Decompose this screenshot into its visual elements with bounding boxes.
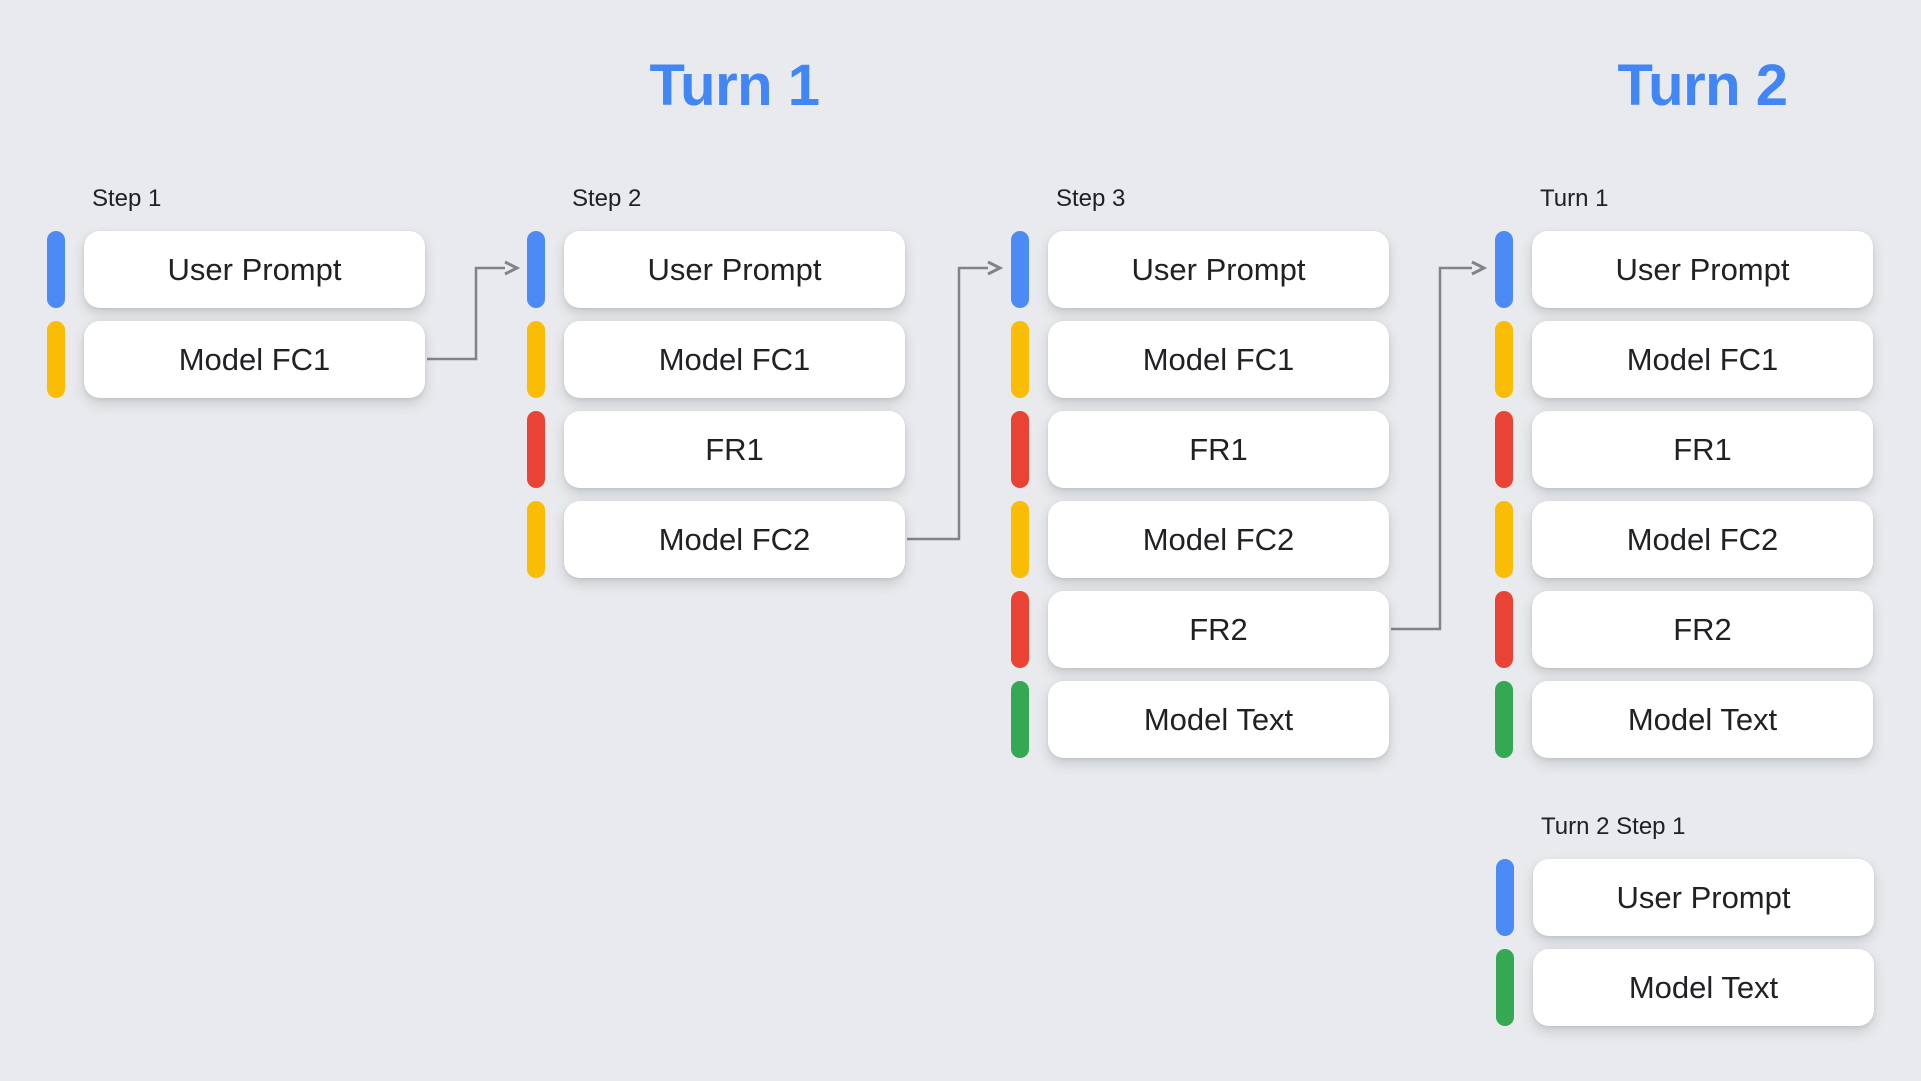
function-response-color-bar	[1011, 411, 1029, 488]
box-label: FR2	[1673, 611, 1732, 647]
diagram-row: Model FC2	[1011, 501, 1389, 578]
box-user-prompt: User Prompt	[564, 231, 905, 308]
user-prompt-color-bar	[47, 231, 65, 308]
box-model-fc1: Model FC1	[564, 321, 905, 398]
user-prompt-color-bar	[1495, 231, 1513, 308]
column-turn-1-history: Turn 1 User Prompt Model FC1 FR1 Model F…	[1495, 186, 1873, 771]
column-label-step-3: Step 3	[1056, 185, 1126, 212]
box-label: Model FC1	[1626, 341, 1779, 377]
diagram-row: FR1	[527, 411, 905, 488]
box-label: Model FC2	[1626, 521, 1779, 557]
box-label: Model FC1	[178, 341, 331, 377]
box-model-fc2: Model FC2	[564, 501, 905, 578]
model-text-color-bar	[1495, 681, 1513, 758]
box-model-fc1: Model FC1	[84, 321, 425, 398]
box-label: User Prompt	[167, 251, 342, 287]
box-user-prompt: User Prompt	[1533, 859, 1874, 936]
box-user-prompt: User Prompt	[1048, 231, 1389, 308]
turn-1-heading: Turn 1	[649, 53, 820, 118]
box-label: Model Text	[1628, 969, 1779, 1005]
model-text-color-bar	[1496, 949, 1514, 1026]
diagram-row: User Prompt	[1011, 231, 1389, 308]
diagram-row: User Prompt	[1495, 231, 1873, 308]
box-fr1: FR1	[564, 411, 905, 488]
column-step-1: Step 1 User Prompt Model FC1	[47, 186, 425, 411]
box-label: Model Text	[1143, 701, 1294, 737]
box-fr2: FR2	[1048, 591, 1389, 668]
box-fr2: FR2	[1532, 591, 1873, 668]
box-label: User Prompt	[1615, 251, 1790, 287]
arrow-step3-to-turn1	[1391, 268, 1472, 631]
box-model-fc1: Model FC1	[1048, 321, 1389, 398]
column-step-3: Step 3 User Prompt Model FC1 FR1 Model F…	[1011, 186, 1389, 771]
diagram-row: FR2	[1495, 591, 1873, 668]
diagram-row: Model FC1	[47, 321, 425, 398]
box-label: User Prompt	[1616, 879, 1791, 915]
box-model-text: Model Text	[1533, 949, 1874, 1026]
column-label-step-1: Step 1	[92, 185, 162, 212]
box-label: FR2	[1189, 611, 1248, 647]
user-prompt-color-bar	[527, 231, 545, 308]
box-label: Model FC2	[658, 521, 811, 557]
diagram-row: Model FC1	[1495, 321, 1873, 398]
diagram-row: User Prompt	[527, 231, 905, 308]
diagram-row: Model Text	[1011, 681, 1389, 758]
function-response-color-bar	[1495, 411, 1513, 488]
diagram-row: Model FC1	[1011, 321, 1389, 398]
diagram-row: Model FC2	[1495, 501, 1873, 578]
box-model-fc1: Model FC1	[1532, 321, 1873, 398]
model-fc-color-bar	[1011, 321, 1029, 398]
box-model-fc2: Model FC2	[1532, 501, 1873, 578]
diagram-row: FR2	[1011, 591, 1389, 668]
function-response-color-bar	[527, 411, 545, 488]
model-fc-color-bar	[527, 501, 545, 578]
diagram-row: Model Text	[1496, 949, 1874, 1026]
user-prompt-color-bar	[1011, 231, 1029, 308]
turn-2-heading: Turn 2	[1617, 53, 1788, 118]
box-model-text: Model Text	[1048, 681, 1389, 758]
diagram-row: User Prompt	[1496, 859, 1874, 936]
column-step-2: Step 2 User Prompt Model FC1 FR1 Model F…	[527, 186, 905, 591]
box-fr1: FR1	[1048, 411, 1389, 488]
arrow-step2-to-step3	[907, 268, 988, 541]
box-fr1: FR1	[1532, 411, 1873, 488]
column-turn-2-step-1: Turn 2 Step 1 User Prompt Model Text	[1496, 814, 1874, 1039]
user-prompt-color-bar	[1496, 859, 1514, 936]
diagram-row: Model FC2	[527, 501, 905, 578]
box-model-fc2: Model FC2	[1048, 501, 1389, 578]
box-label: User Prompt	[647, 251, 822, 287]
box-label: User Prompt	[1131, 251, 1306, 287]
model-fc-color-bar	[527, 321, 545, 398]
box-label: Model FC1	[1142, 341, 1295, 377]
box-user-prompt: User Prompt	[84, 231, 425, 308]
column-label-step-2: Step 2	[572, 185, 642, 212]
box-label: FR1	[705, 431, 764, 467]
diagram-row: Model Text	[1495, 681, 1873, 758]
model-text-color-bar	[1011, 681, 1029, 758]
box-label: Model Text	[1627, 701, 1778, 737]
model-fc-color-bar	[1011, 501, 1029, 578]
model-fc-color-bar	[47, 321, 65, 398]
diagram-row: Model FC1	[527, 321, 905, 398]
column-label-turn-1: Turn 1	[1540, 185, 1609, 212]
diagram-row: FR1	[1011, 411, 1389, 488]
box-user-prompt: User Prompt	[1532, 231, 1873, 308]
model-fc-color-bar	[1495, 321, 1513, 398]
box-label: FR1	[1673, 431, 1732, 467]
function-response-color-bar	[1011, 591, 1029, 668]
arrow-step1-to-step2	[427, 268, 505, 361]
column-label-turn-2-step-1: Turn 2 Step 1	[1541, 813, 1686, 840]
box-label: Model FC2	[1142, 521, 1295, 557]
diagram-row: FR1	[1495, 411, 1873, 488]
box-model-text: Model Text	[1532, 681, 1873, 758]
diagram-row: User Prompt	[47, 231, 425, 308]
box-label: Model FC1	[658, 341, 811, 377]
model-fc-color-bar	[1495, 501, 1513, 578]
function-response-color-bar	[1495, 591, 1513, 668]
box-label: FR1	[1189, 431, 1248, 467]
